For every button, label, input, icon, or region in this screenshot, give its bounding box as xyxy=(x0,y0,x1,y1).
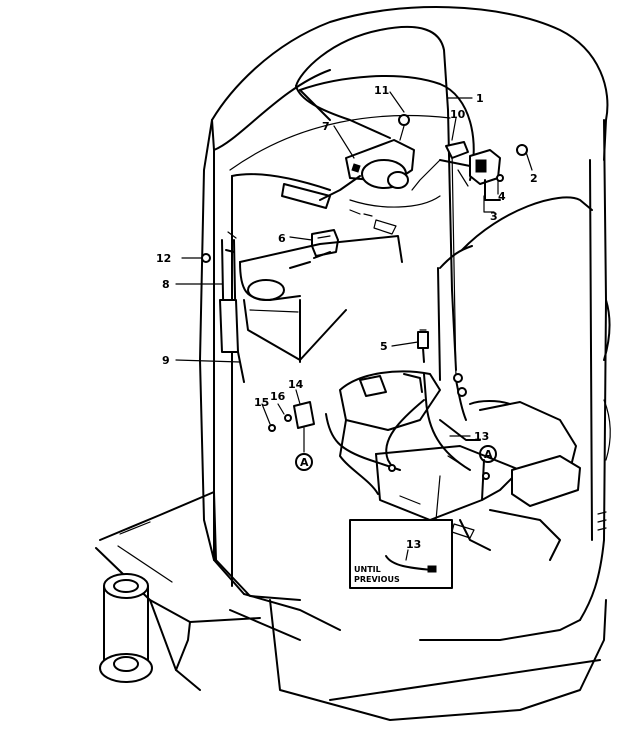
part-label-13: 13 xyxy=(474,430,489,443)
part-label-9: 9 xyxy=(162,354,170,367)
part-label-14: 14 xyxy=(288,378,304,391)
part-label-11: 11 xyxy=(374,84,389,97)
boom-assembly xyxy=(95,491,301,691)
relay-unit xyxy=(268,401,315,471)
part-label-15: 15 xyxy=(254,396,269,409)
inset-until: UNTIL xyxy=(354,565,381,574)
part-label-4: 4 xyxy=(498,190,506,203)
part-label-8: 8 xyxy=(162,278,170,291)
part-label-16: 16 xyxy=(270,390,286,403)
part-label-7: 7 xyxy=(322,120,330,133)
inset-detail xyxy=(349,475,453,589)
part-label-6: 6 xyxy=(278,232,286,245)
cab-shell xyxy=(199,6,611,721)
part-label-12: 12 xyxy=(156,252,171,265)
ref-mark-a-right: A xyxy=(484,448,493,461)
inset-label-13: 13 xyxy=(406,538,421,551)
part-label-2: 2 xyxy=(530,172,538,185)
console-left xyxy=(239,235,403,363)
sensor-plug xyxy=(417,329,429,363)
ref-mark-a-left: A xyxy=(300,456,309,469)
part-label-5: 5 xyxy=(380,340,388,353)
wiper-arm xyxy=(201,231,245,383)
wiper-wire-loop xyxy=(295,26,457,381)
inset-previous: PREVIOUS xyxy=(354,575,400,584)
wiper-motor xyxy=(319,114,415,201)
part-label-3: 3 xyxy=(490,210,498,223)
switch-assembly xyxy=(411,141,528,201)
cab-inner-detail xyxy=(281,183,397,235)
part-label-10: 10 xyxy=(450,108,466,121)
leader-lines xyxy=(175,91,533,437)
part-label-1: 1 xyxy=(476,92,484,105)
